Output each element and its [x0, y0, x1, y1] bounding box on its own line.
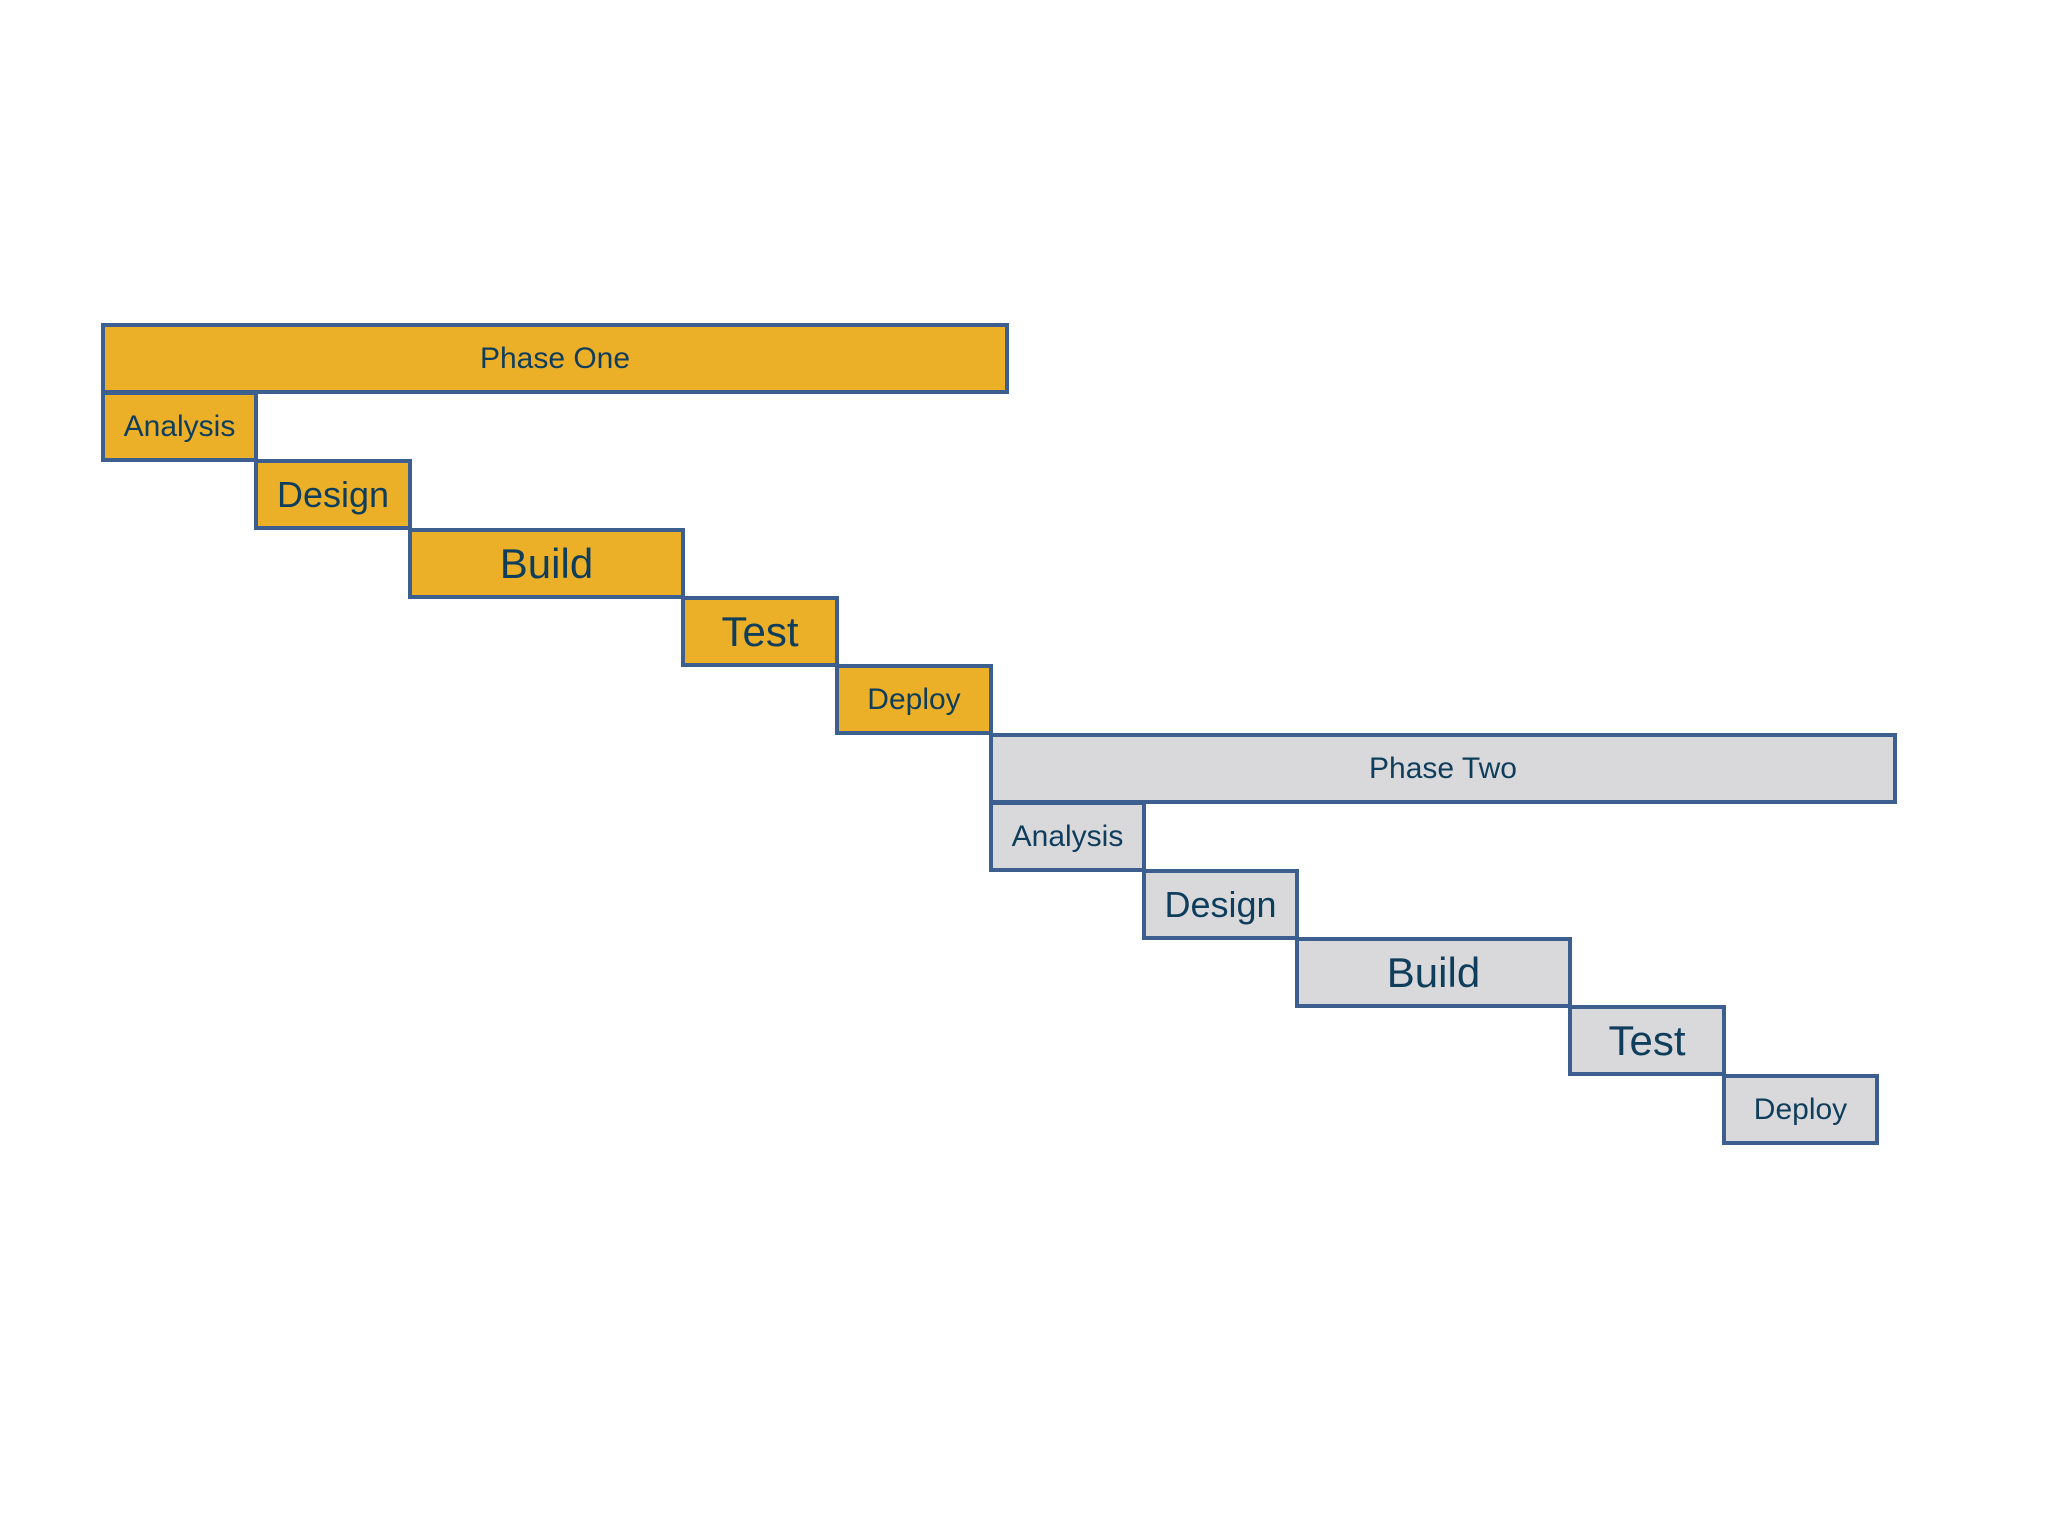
phase-one-design-label: Design [276, 473, 390, 515]
phase-two-analysis-label: Analysis [1011, 819, 1124, 853]
phase-one-analysis-label: Analysis [123, 409, 236, 443]
phase-one-analysis-bar: Analysis [101, 391, 258, 462]
phase-one-design-bar: Design [254, 459, 412, 530]
phase-one-title: Phase One [479, 341, 631, 375]
phase-two-test-label: Test [1608, 1016, 1686, 1064]
phase-two-analysis-bar: Analysis [989, 801, 1146, 872]
phase-one-test-bar: Test [681, 596, 839, 667]
phase-two-test-bar: Test [1568, 1005, 1726, 1076]
phase-one-build-label: Build [499, 539, 594, 587]
phase-two-design-label: Design [1164, 883, 1277, 925]
phase-one-test-label: Test [721, 607, 799, 655]
phase-two-design-bar: Design [1142, 869, 1299, 940]
phase-two-title: Phase Two [1369, 751, 1517, 785]
phase-two-build-label: Build [1386, 948, 1481, 996]
phase-two-deploy-bar: Deploy [1722, 1074, 1879, 1145]
phase-two-header-bar: Phase Two [989, 733, 1897, 804]
phase-two-build-bar: Build [1295, 937, 1572, 1008]
phase-one-deploy-bar: Deploy [835, 664, 993, 735]
phase-two-deploy-label: Deploy [1753, 1092, 1848, 1126]
phase-one-deploy-label: Deploy [867, 682, 961, 716]
phase-one-build-bar: Build [408, 528, 685, 599]
phase-one-header-bar: Phase One [101, 323, 1009, 394]
